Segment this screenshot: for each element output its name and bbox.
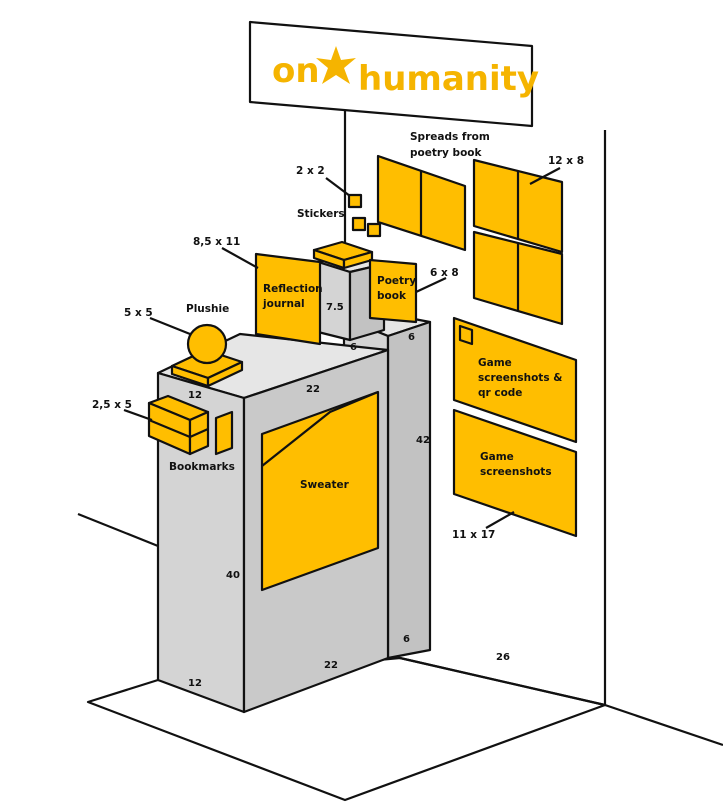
qr-code-square	[458, 324, 474, 346]
dim-small-top-depth: 6	[350, 342, 357, 353]
label-reflection-line2: journal	[262, 298, 305, 310]
dim-floor-width: 26	[496, 652, 510, 663]
label-reflection-dim: 8,5 x 11	[193, 236, 240, 248]
dim-small-top-height: 7.5	[326, 302, 344, 313]
dim-big-bottom-depth: 12	[188, 678, 202, 689]
label-plushie-dim: 5 x 5	[124, 307, 153, 319]
plushie-ball	[186, 323, 228, 365]
dim-big-height: 40	[226, 570, 240, 581]
leader-bookmarks	[123, 408, 153, 422]
sticker-3	[366, 222, 382, 238]
label-stickers-dim: 2 x 2	[296, 165, 325, 177]
dim-big-bottom-width: 22	[324, 660, 338, 671]
label-spreads-line1: Spreads from	[410, 131, 490, 143]
dim-mid-bottom-depth: 6	[403, 634, 410, 645]
dim-mid-top-depth: 6	[408, 332, 415, 343]
label-bookmarks: Bookmarks	[169, 461, 235, 473]
label-spreads-line2: poetry book	[410, 147, 482, 159]
label-bookmarks-dim: 2,5 x 5	[92, 399, 132, 411]
leader-game	[485, 511, 515, 529]
label-poetry-dim: 6 x 8	[430, 267, 459, 279]
dim-big-top-depth: 12	[188, 390, 202, 401]
label-game-line2: screenshots	[480, 466, 552, 478]
bookmark-single	[214, 410, 234, 456]
reflection-journal	[254, 252, 322, 346]
star-icon	[316, 46, 356, 84]
sign-word-on: on	[272, 51, 320, 91]
sweater-fold	[261, 390, 379, 467]
mid-pedestal-right	[386, 320, 432, 660]
label-stickers: Stickers	[297, 208, 345, 220]
sweater-panel	[260, 390, 380, 592]
floor-edge	[399, 656, 606, 707]
label-game-qr-line3: qr code	[478, 387, 522, 399]
sign-board	[248, 20, 534, 128]
leader-poetry	[415, 277, 447, 293]
sticker-1	[347, 193, 363, 209]
label-spreads-dim: 12 x 8	[548, 155, 584, 167]
label-game-dim: 11 x 17	[452, 529, 495, 541]
leader-reflection	[221, 247, 259, 269]
label-poetry-line1: Poetry	[377, 275, 416, 287]
label-game-qr-line1: Game	[478, 357, 512, 369]
sign-word-humanity: humanity	[358, 59, 539, 99]
plushie-base-side	[206, 360, 244, 388]
leader-spreads	[529, 167, 561, 185]
left-wall-base	[77, 512, 159, 548]
sticker-2	[351, 216, 367, 232]
poetry-book	[368, 258, 418, 324]
poster-game-qr	[452, 316, 578, 444]
label-reflection-line1: Reflection	[263, 283, 323, 295]
label-plushie: Plushie	[186, 303, 229, 315]
label-sweater: Sweater	[300, 479, 350, 491]
leader-plushie	[149, 316, 191, 336]
leader-stickers	[325, 177, 351, 197]
dim-big-top-width: 22	[306, 384, 320, 395]
label-game-line1: Game	[480, 451, 514, 463]
right-wall-base	[604, 703, 723, 747]
dim-mid-height: 42	[416, 435, 430, 446]
small-pedestal-left	[316, 260, 352, 342]
label-game-qr-line2: screenshots &	[478, 372, 562, 384]
poster-game	[452, 408, 578, 538]
label-poetry-line2: book	[377, 290, 407, 302]
